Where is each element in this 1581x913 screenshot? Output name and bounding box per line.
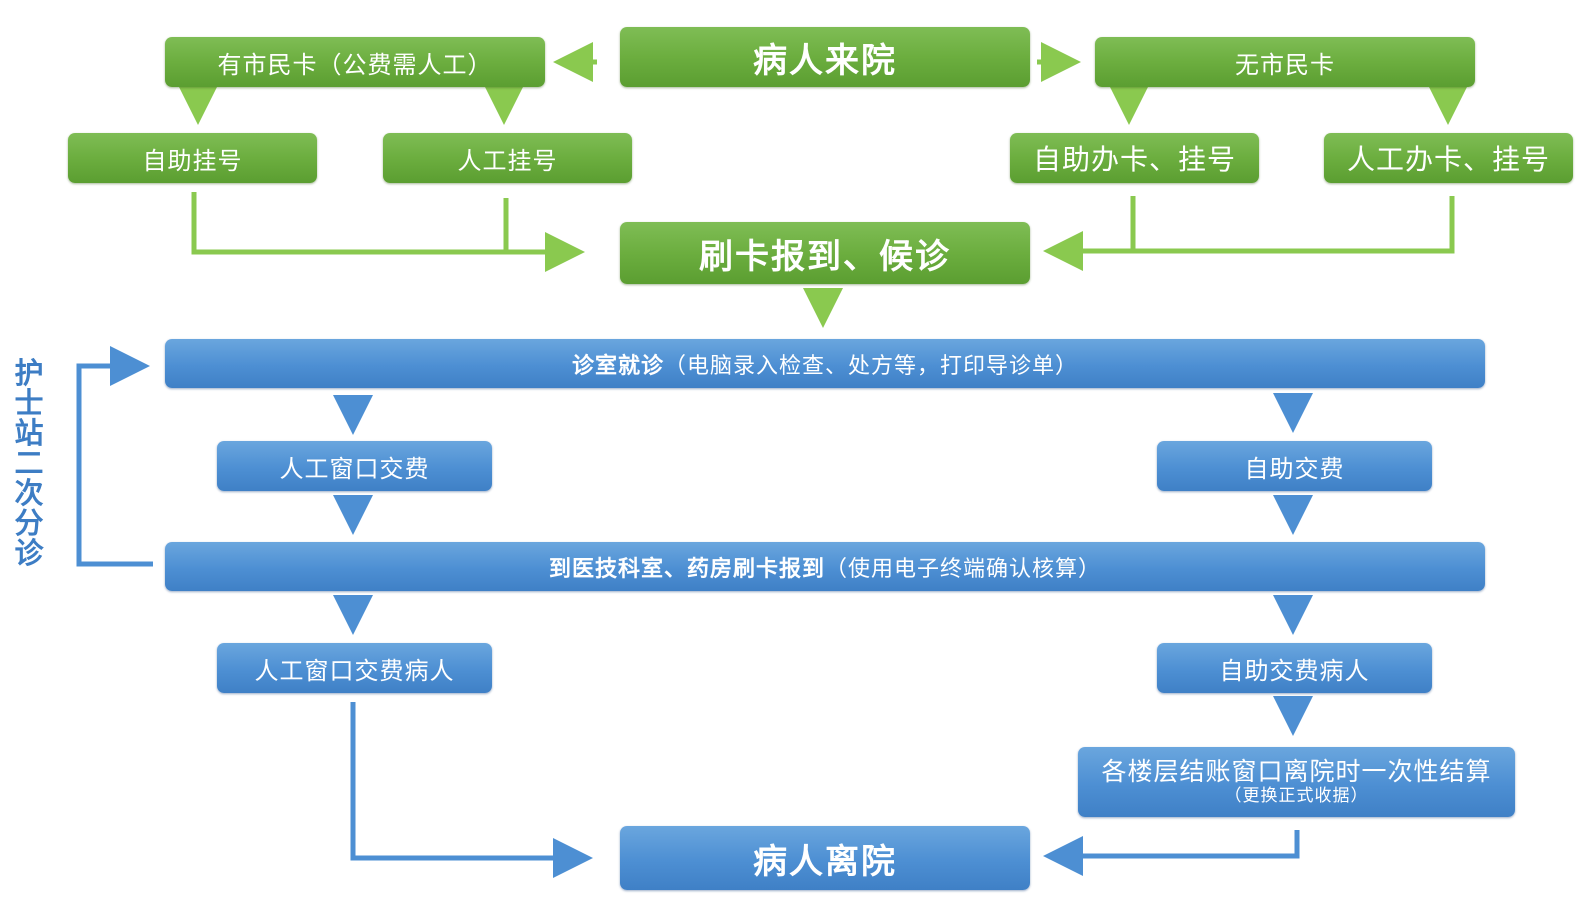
node-manual-pay-patient: 人工窗口交费病人 xyxy=(217,643,492,693)
node-manual-register: 人工挂号 xyxy=(383,133,632,183)
connector-right-registers-to-checkin xyxy=(1043,196,1455,271)
node-floor-settlement: 各楼层结账窗口离院时一次性结算 （更换正式收据） xyxy=(1078,747,1515,817)
node-self-register: 自助挂号 xyxy=(68,133,317,183)
consultation-main: 诊室就诊 xyxy=(571,353,664,379)
floor-settlement-main: 各楼层结账窗口离院时一次性结算 xyxy=(1101,756,1492,786)
floor-settlement-detail: （更换正式收据） xyxy=(1224,785,1369,806)
node-dept-checkin: 到医技科室、药房刷卡报到（使用电子终端确认核算） xyxy=(165,542,1485,591)
node-self-card-register: 自助办卡、挂号 xyxy=(1010,133,1259,183)
node-has-citizen-card: 有市民卡（公费需人工） xyxy=(165,37,545,87)
node-self-pay-patient: 自助交费病人 xyxy=(1157,643,1432,693)
node-manual-window-pay: 人工窗口交费 xyxy=(217,441,492,491)
node-consultation: 诊室就诊（电脑录入检查、处方等，打印导诊单） xyxy=(165,339,1485,388)
dept-checkin-detail: （使用电子终端确认核算） xyxy=(825,556,1102,582)
connector-manual-patient-to-leave xyxy=(350,702,593,878)
connector-left-registers-to-checkin xyxy=(191,192,585,272)
node-self-pay: 自助交费 xyxy=(1157,441,1432,491)
node-patient-arrives: 病人来院 xyxy=(620,27,1030,87)
dept-checkin-main: 到医技科室、药房刷卡报到 xyxy=(548,556,825,582)
nurse-station-triage-label: 护士站二次分诊 xyxy=(14,356,44,570)
node-patient-leaves: 病人离院 xyxy=(620,826,1030,890)
node-swipe-checkin-wait: 刷卡报到、候诊 xyxy=(620,222,1030,284)
consultation-detail: （电脑录入检查、处方等，打印导诊单） xyxy=(664,353,1079,379)
node-manual-card-register: 人工办卡、挂号 xyxy=(1324,133,1573,183)
connector-settlement-to-leave xyxy=(1043,830,1300,876)
node-no-citizen-card: 无市民卡 xyxy=(1095,37,1475,87)
connector-nurse-station-loop xyxy=(76,346,153,567)
